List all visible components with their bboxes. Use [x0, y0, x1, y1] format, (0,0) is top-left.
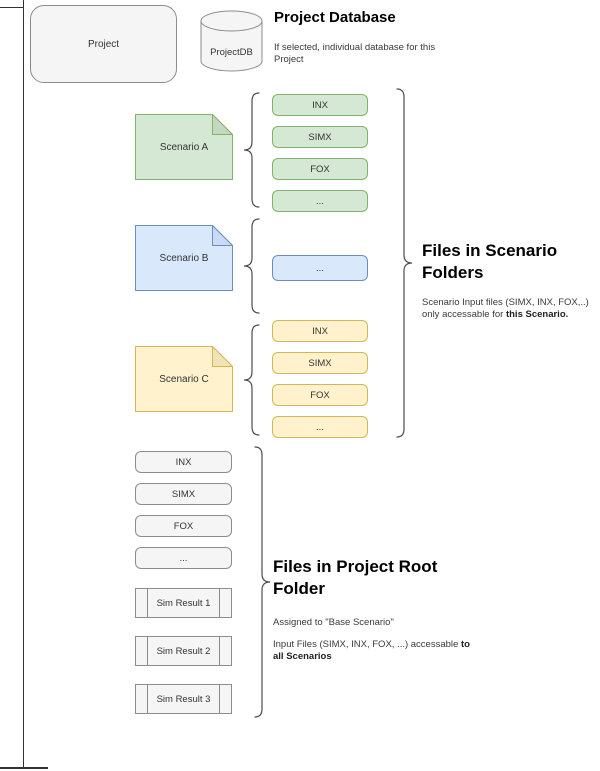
- root-file-inx[interactable]: INX: [135, 451, 232, 473]
- page-border-bottom-tick: [0, 767, 48, 769]
- page-border-vertical-line: [23, 0, 24, 768]
- sim-result-2-node[interactable]: Sim Result 2: [135, 636, 232, 666]
- scenario-folders-heading: Files in Scenario Folders: [422, 241, 558, 282]
- scenario-c-node[interactable]: Scenario C: [135, 346, 233, 412]
- scenario-folders-description: Scenario Input files (SIMX, INX, FOX,..)…: [422, 297, 589, 320]
- projectdb-label: ProjectDB: [210, 47, 253, 58]
- note-shape-icon: [135, 225, 233, 291]
- root-file-fox[interactable]: FOX: [135, 515, 232, 537]
- scenario-c-file-fox[interactable]: FOX: [272, 384, 368, 406]
- scenario-b-file-more[interactable]: ...: [272, 255, 368, 281]
- assigned-note: Assigned to "Base Scenario": [273, 617, 394, 628]
- project-root-heading: Files in Project Root Folder: [273, 557, 438, 598]
- scenario-a-file-inx[interactable]: INX: [272, 94, 368, 116]
- scenario-c-label: Scenario C: [159, 373, 209, 385]
- scenario-c-file-more[interactable]: ...: [272, 416, 368, 438]
- project-label: Project: [87, 38, 120, 50]
- scenario-a-label: Scenario A: [159, 141, 209, 153]
- curly-brace-icon: [243, 324, 261, 436]
- note-shape-icon: [135, 346, 233, 412]
- note-shape-icon: [135, 114, 233, 180]
- scenario-b-label: Scenario B: [159, 252, 209, 264]
- input-files-note: Input Files (SIMX, INX, FOX, ...) access…: [273, 639, 470, 662]
- scenario-c-file-simx[interactable]: SIMX: [272, 352, 368, 374]
- scenario-a-node[interactable]: Scenario A: [135, 114, 233, 180]
- curly-brace-icon: [243, 218, 261, 314]
- curly-brace-icon: [254, 446, 272, 718]
- scenario-a-file-more[interactable]: ...: [272, 190, 368, 212]
- page-border-top-tick: [0, 7, 23, 8]
- sim-result-1-node[interactable]: Sim Result 1: [135, 588, 232, 618]
- database-cylinder-icon: [200, 10, 263, 72]
- project-node[interactable]: Project: [30, 5, 177, 83]
- project-database-description: If selected, individual database for thi…: [274, 42, 436, 65]
- root-file-more[interactable]: ...: [135, 547, 232, 569]
- scenario-b-node[interactable]: Scenario B: [135, 225, 233, 291]
- scenario-a-file-fox[interactable]: FOX: [272, 158, 368, 180]
- scenario-c-file-inx[interactable]: INX: [272, 320, 368, 342]
- projectdb-node[interactable]: ProjectDB: [200, 10, 263, 72]
- curly-brace-icon: [396, 88, 414, 438]
- scenario-a-file-simx[interactable]: SIMX: [272, 126, 368, 148]
- curly-brace-icon: [243, 92, 261, 208]
- root-file-simx[interactable]: SIMX: [135, 483, 232, 505]
- project-database-heading: Project Database: [274, 9, 396, 26]
- sim-result-3-node[interactable]: Sim Result 3: [135, 684, 232, 714]
